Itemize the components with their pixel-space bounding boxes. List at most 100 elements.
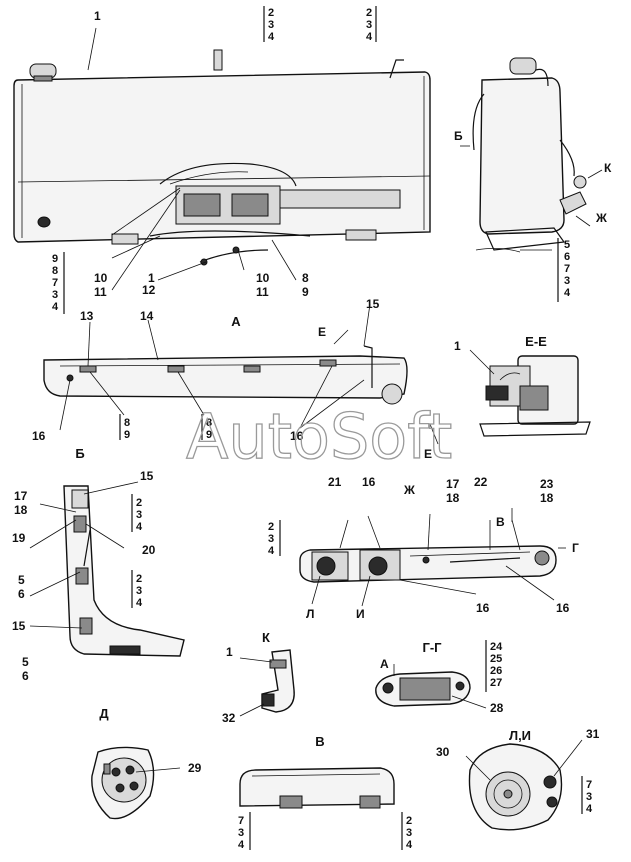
stack-item: 4 xyxy=(52,301,59,313)
rail-zh-view xyxy=(299,545,557,583)
stack-56734-right: 5 6 7 3 4 xyxy=(557,238,571,302)
callout-17b: 17 xyxy=(446,477,460,491)
view-title-v: В xyxy=(315,734,324,749)
callout-13: 13 xyxy=(80,309,94,323)
callout-5b: 5 xyxy=(22,655,29,669)
callout-18c: 18 xyxy=(540,491,554,505)
view-v-detail xyxy=(239,767,395,809)
stack-234-top1: 2 3 4 xyxy=(263,6,275,43)
rail-view xyxy=(43,345,408,405)
stack-item: 9 xyxy=(52,253,58,265)
stack-item: 3 xyxy=(586,791,592,803)
callout-17a: 17 xyxy=(14,489,28,503)
stack-item: 9 xyxy=(206,429,212,441)
callout-12: 12 xyxy=(142,283,156,297)
connector-29-view xyxy=(91,746,155,820)
callout-15c: 15 xyxy=(12,619,26,633)
arrow-label-zh-side: Ж xyxy=(595,211,607,225)
arrow-label-g-side: Г xyxy=(572,541,579,555)
callout-11a: 11 xyxy=(94,285,107,299)
callout-15a: 15 xyxy=(366,297,380,311)
section-ee-view xyxy=(479,355,591,437)
stack-item: 2 xyxy=(268,7,274,19)
callout-19: 19 xyxy=(12,531,26,545)
direction-arrows xyxy=(333,145,603,676)
stack-item: 4 xyxy=(238,839,245,851)
stack-item: 7 xyxy=(238,815,244,827)
callout-1c: 1 xyxy=(454,339,461,353)
view-k-detail xyxy=(261,649,295,713)
callout-18b: 18 xyxy=(446,491,460,505)
view-title-li: Л,И xyxy=(509,728,531,743)
watermark: AutoSoft xyxy=(186,400,452,473)
callout-1a: 1 xyxy=(94,9,101,23)
callout-15b: 15 xyxy=(140,469,154,483)
stack-24-27: 24 25 26 27 xyxy=(485,640,503,692)
stack-item: 3 xyxy=(238,827,244,839)
arrow-label-e-bottom: Е xyxy=(424,447,432,461)
stack-item: 26 xyxy=(490,665,502,677)
arrow-label-l: Л xyxy=(306,607,314,621)
stack-item: 2 xyxy=(406,815,412,827)
stack-item: 8 xyxy=(52,265,58,277)
stack-item: 3 xyxy=(268,533,274,545)
callout-9a: 9 xyxy=(302,285,309,299)
stack-item: 3 xyxy=(136,509,142,521)
section-gg-view xyxy=(375,671,471,707)
arrow-label-v-top: В xyxy=(496,515,505,529)
stack-item: 2 xyxy=(136,573,142,585)
stack-item: 2 xyxy=(268,521,274,533)
callout-6a: 6 xyxy=(18,587,25,601)
stack-item: 4 xyxy=(406,839,413,851)
view-title-ee: Е-Е xyxy=(525,334,547,349)
callout-1b: 1 xyxy=(148,271,155,285)
callout-1d: 1 xyxy=(226,645,233,659)
stack-89-b2: 8 9 xyxy=(201,414,212,441)
stack-item: 5 xyxy=(564,239,570,251)
stack-item: 3 xyxy=(136,585,142,597)
callout-28: 28 xyxy=(490,701,504,715)
stack-item: 7 xyxy=(564,263,570,275)
stack-234-top2: 2 3 4 xyxy=(366,6,377,43)
callout-29: 29 xyxy=(188,761,202,775)
stack-item: 3 xyxy=(406,827,412,839)
callout-5a: 5 xyxy=(18,573,25,587)
stack-item: 3 xyxy=(268,19,274,31)
callout-16c: 16 xyxy=(362,475,376,489)
stack-item: 3 xyxy=(564,275,570,287)
callout-30: 30 xyxy=(436,745,450,759)
stack-item: 24 xyxy=(490,641,503,653)
view-title-k: К xyxy=(262,630,270,645)
bracket-d-view xyxy=(63,485,185,657)
callout-16e: 16 xyxy=(556,601,570,615)
arrow-label-b-side: Б xyxy=(454,129,463,143)
stack-item: 2 xyxy=(136,497,142,509)
callout-16d: 16 xyxy=(476,601,490,615)
stack-item: 4 xyxy=(586,803,593,815)
callout-32: 32 xyxy=(222,711,236,725)
stack-item: 4 xyxy=(268,31,275,43)
stack-234-zh: 2 3 4 xyxy=(268,520,281,557)
view-title-a: А xyxy=(231,314,241,329)
stack-item: 7 xyxy=(52,277,58,289)
arrow-label-e-top: Е xyxy=(318,325,326,339)
stack-item: 27 xyxy=(490,677,502,689)
view-title-b: Б xyxy=(75,446,84,461)
stack-item: 4 xyxy=(564,287,571,299)
callout-8a: 8 xyxy=(302,271,309,285)
stack-item: 4 xyxy=(136,521,143,533)
stack-item: 8 xyxy=(124,417,130,429)
view-li-detail xyxy=(468,743,563,831)
stack-item: 3 xyxy=(366,19,372,31)
callout-20: 20 xyxy=(142,543,156,557)
callout-22: 22 xyxy=(474,475,488,489)
view-title-gg: Г-Г xyxy=(422,640,442,655)
callout-14: 14 xyxy=(140,309,154,323)
callout-6b: 6 xyxy=(22,669,29,683)
view-title-d: Д xyxy=(99,706,109,721)
tank-side-view xyxy=(472,57,587,253)
stack-734-li: 7 3 4 xyxy=(581,776,593,815)
stack-item: 8 xyxy=(206,417,212,429)
arrow-label-i: И xyxy=(356,607,365,621)
